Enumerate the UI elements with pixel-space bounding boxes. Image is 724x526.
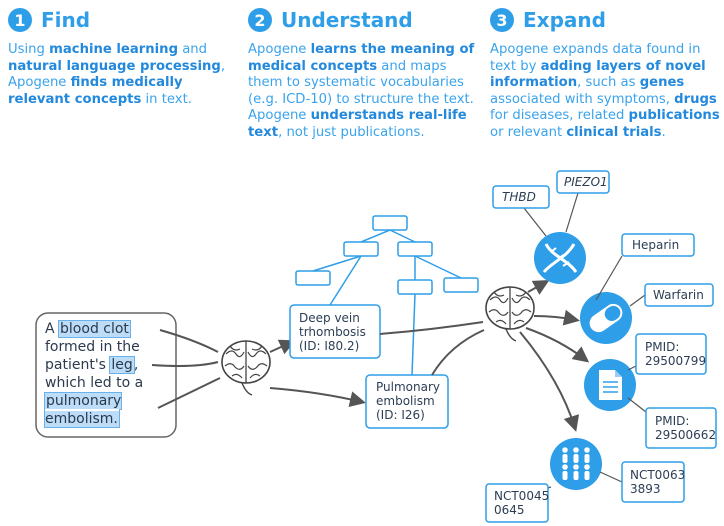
drug-box [621,233,695,257]
emphasis-text: adding layers of novel information [490,58,706,91]
dna-icon [534,232,586,284]
gene-box [556,170,610,194]
label-line: NCT0045 [494,489,550,503]
emphasis-text: publications [628,108,720,123]
step-description: Apogene expands data found in text by ad… [490,42,720,141]
connector [431,329,485,376]
brain-icon [485,286,535,342]
description-text: . [661,124,666,140]
emphasis-text: finds medically relevant concepts [8,75,183,107]
gene-label: PIEZO1 [564,175,608,189]
arrow [519,331,580,432]
people-icon [550,438,602,490]
arrow [269,339,296,355]
drug-label: Warfarin [653,288,704,302]
input-sentence: A blood clot formed in the patient's leg… [43,320,160,428]
label-line: trhombosis [299,325,366,339]
step-title: Find [41,8,91,32]
label-line: (ID: I80.2) [299,339,360,353]
pmid-box [645,407,717,449]
step-description: Using machine learning and natural langu… [8,42,238,108]
concept-label-dvt: Deep vein trhombosis (ID: I80.2) [299,311,366,353]
sentence-text: , which led to a [45,357,144,391]
ontology-tree [295,215,479,376]
gene-box [492,185,550,209]
document-icon [584,359,636,411]
description-text: , Apogene [8,58,226,91]
emphasis-text: machine learning [49,42,179,57]
label-line: 0645 [494,503,525,517]
label-line: Pulmonary [376,380,440,394]
description-text: or relevant [490,124,567,140]
description-text: in text. [141,91,192,107]
emphasis-text: genes [639,75,685,90]
connector [159,329,219,353]
description-text: Apogene expands data found in text by [490,42,701,74]
step-number: 1 [8,8,32,32]
step-title: Expand [523,8,606,32]
connector [157,377,221,409]
label-line: NCT0063 [630,468,686,482]
description-text: and [178,42,208,57]
step-expand: 3 Expand Apogene expands data found in t… [490,8,720,141]
label-line: embolism [376,394,435,408]
connector [151,361,219,367]
emphasis-text: drugs [674,91,717,107]
trial-box [621,461,685,503]
description-text: , such as [577,75,640,90]
arrow [533,309,580,326]
label-line: (ID: I26) [376,408,425,422]
label-line: 29500799 [645,354,707,368]
emphasis-text: clinical trials [566,124,662,140]
description-text: associated with symptoms, [490,91,675,107]
emphasis-text: learns the meaning of medical concepts [248,42,475,74]
gene-label: THBD [502,190,536,204]
pmid-label: PMID: 29500799 [645,340,706,368]
step-understand: 2 Understand Apogene learns the meaning … [248,8,476,141]
highlighted-concept: leg [109,356,135,374]
label-line: PMID: [655,414,690,428]
connector [379,321,484,335]
concept-label-pe: Pulmonary embolism (ID: I26) [376,380,440,422]
label-line: 3893 [630,482,661,496]
trial-box [485,483,549,523]
step-find: 1 Find Using machine learning and natura… [8,8,238,108]
description-text: , not just publications. [278,124,425,140]
trial-label: NCT0063 3893 [630,468,685,496]
sentence-text: A [45,321,60,337]
drug-box [644,283,714,307]
description-text: and maps them to systematic vocabularies… [248,58,474,124]
arrow [269,387,366,408]
leaf-connectors [523,192,647,495]
pmid-box [635,333,707,375]
drug-label: Heparin [632,238,680,252]
emphasis-text: natural language processing [8,58,221,74]
description-text: for diseases, related [490,108,629,123]
sentence-text: formed in the patient's [45,339,140,373]
label-line: 29500662 [655,428,717,442]
concept-box-dvt [289,304,381,359]
step-title: Understand [281,8,413,32]
highlighted-concept: blood clot [58,320,131,338]
arrow [525,327,590,363]
brain-icon [221,340,271,396]
highlighted-concept: pulmonary embolism. [43,392,123,428]
pmid-label: PMID: 29500662 [655,414,716,442]
emphasis-text: understands real-life text [248,108,467,140]
step-description: Apogene learns the meaning of medical co… [248,42,476,141]
description-text: Using [8,42,50,57]
arrow [527,280,550,295]
trial-label: NCT0045 0645 [494,489,549,517]
label-line: PMID: [645,340,680,354]
concept-box-pe [365,374,449,429]
pill-icon [580,292,632,344]
step-number: 2 [248,8,272,32]
label-line: Deep vein [299,311,360,325]
step-number: 3 [490,8,514,32]
description-text: Apogene [248,42,311,57]
